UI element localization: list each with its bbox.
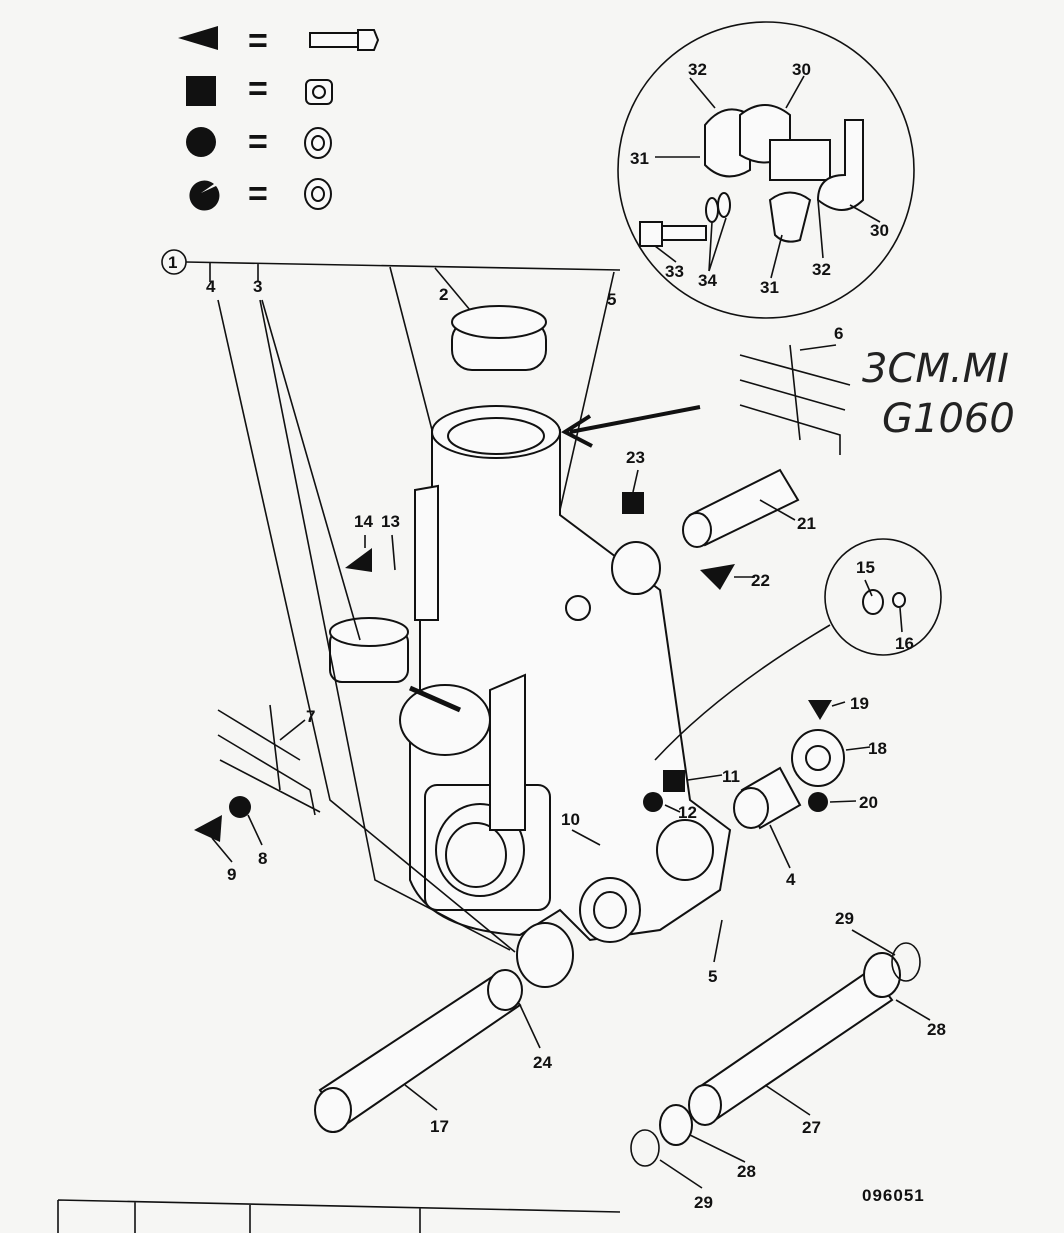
callout-4: 4 xyxy=(786,870,796,889)
pin-21 xyxy=(682,468,800,548)
bushing-2 xyxy=(451,305,547,371)
nut-symbol-23-icon xyxy=(622,492,644,514)
legend-equals: = xyxy=(248,70,268,108)
callout-14: 14 xyxy=(354,512,373,531)
washer-symbol-12-icon xyxy=(643,792,663,812)
callout-30: 30 xyxy=(870,221,889,240)
washer-icon xyxy=(304,127,332,159)
callout-32: 32 xyxy=(688,60,707,79)
legend-equals: = xyxy=(248,123,268,161)
handwritten-note-line2: G1060 xyxy=(882,396,1015,442)
washer-symbol-circle-icon xyxy=(186,127,216,157)
nut-symbol-square-icon xyxy=(186,76,216,106)
callout-11: 11 xyxy=(722,767,740,786)
legend-equals: = xyxy=(248,22,268,60)
callout-30: 30 xyxy=(792,60,811,79)
lock-washer-icon xyxy=(304,178,332,210)
callout-17: 17 xyxy=(430,1117,449,1136)
callout-32: 32 xyxy=(812,260,831,279)
bushing-3 xyxy=(329,617,409,683)
lock-washer-symbol-8-icon xyxy=(229,796,251,818)
handwritten-arrow-icon xyxy=(408,685,462,713)
figure-number: 096051 xyxy=(862,1186,925,1205)
callout-3: 3 xyxy=(253,277,262,296)
callout-29: 29 xyxy=(694,1193,713,1212)
bolt-icon xyxy=(309,29,380,51)
detail-circle-15-16 xyxy=(654,538,942,761)
callout-29: 29 xyxy=(835,909,854,928)
callout-28: 28 xyxy=(737,1162,756,1181)
callout-31: 31 xyxy=(630,149,649,168)
callout-1: 1 xyxy=(168,253,177,272)
bushing-24 xyxy=(516,922,574,988)
grease-tubes-7 xyxy=(217,704,321,816)
callout-20: 20 xyxy=(859,793,878,812)
grease-tubes-6 xyxy=(739,344,851,455)
callout-labels: 4 3 2 5 32 30 31 30 32 31 33 34 6 23 21 … xyxy=(206,60,946,1212)
bolt-symbol-19-icon xyxy=(808,700,832,720)
callout-15: 15 xyxy=(856,558,875,577)
callout-9: 9 xyxy=(227,865,236,884)
callout-16: 16 xyxy=(895,634,914,653)
clamp-detail-inset xyxy=(617,21,915,319)
pivot-housing xyxy=(399,405,732,943)
callout-18: 18 xyxy=(868,739,887,758)
bolt-symbol-9-icon xyxy=(194,815,222,842)
bolt-symbol-22-icon xyxy=(700,564,735,590)
callout-19: 19 xyxy=(850,694,869,713)
callout-5: 5 xyxy=(708,967,717,986)
nut-icon xyxy=(305,79,333,105)
callout-22: 22 xyxy=(751,571,770,590)
callout-23: 23 xyxy=(626,448,645,467)
pin-27 xyxy=(688,942,921,1126)
bolt-symbol-triangle-icon xyxy=(178,26,218,50)
legend-equals: = xyxy=(248,175,268,213)
callout-33: 33 xyxy=(665,262,684,281)
leader-lines xyxy=(185,261,931,1189)
callout-7: 7 xyxy=(306,707,315,726)
bolt-symbol-14-icon xyxy=(345,548,372,572)
callout-13: 13 xyxy=(381,512,400,531)
legend: = = = = xyxy=(178,22,380,213)
callout-27: 27 xyxy=(802,1118,821,1137)
callout-21: 21 xyxy=(797,514,816,533)
washer-18 xyxy=(791,729,845,787)
callout-31: 31 xyxy=(760,278,779,297)
handwritten-arrow-icon xyxy=(561,405,701,448)
callout-4: 4 xyxy=(206,277,216,296)
rings-28-29 xyxy=(630,1104,693,1167)
callout-34: 34 xyxy=(698,271,717,290)
nut-symbol-11-icon xyxy=(663,770,685,792)
lock-washer-symbol-icon xyxy=(189,180,220,211)
callout-2: 2 xyxy=(439,285,448,304)
washer-symbol-20-icon xyxy=(808,792,828,812)
callout-6: 6 xyxy=(834,324,843,343)
bottom-table-border xyxy=(57,1199,621,1233)
callout-8: 8 xyxy=(258,849,267,868)
bushing-4 xyxy=(733,766,802,830)
callout-12: 12 xyxy=(678,803,697,822)
callout-28: 28 xyxy=(927,1020,946,1039)
callout-1-circle-icon xyxy=(161,249,187,275)
callout-10: 10 xyxy=(561,810,580,829)
handwritten-note-line1: 3CM.MI xyxy=(862,346,1009,392)
callout-5: 5 xyxy=(607,290,616,309)
pin-17 xyxy=(314,969,523,1133)
callout-24: 24 xyxy=(533,1053,552,1072)
